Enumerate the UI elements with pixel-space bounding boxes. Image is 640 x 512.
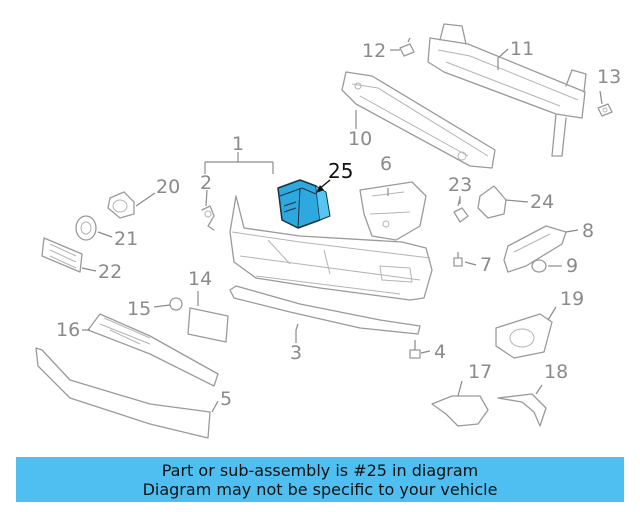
part-19-fog-cover — [495, 313, 553, 359]
part-16-lower-grille — [87, 313, 219, 387]
part-24-bracket — [477, 185, 507, 219]
callout-14: 14 — [188, 268, 212, 290]
callout-15: 15 — [127, 298, 151, 320]
callout-24: 24 — [530, 191, 554, 213]
part-4-screw — [409, 340, 421, 359]
callout-8: 8 — [582, 220, 594, 242]
part-14-plate-bracket — [187, 307, 229, 343]
callout-9: 9 — [566, 255, 578, 277]
part-10-carrier-bar — [341, 71, 496, 169]
callout-7: 7 — [480, 254, 492, 276]
part-21-sensor-ring — [75, 215, 97, 241]
callout-13: 13 — [597, 66, 621, 88]
part-22-insert — [41, 237, 83, 273]
banner-line-1: Part or sub-assembly is #25 in diagram — [161, 461, 479, 480]
part-1-bumper-cover — [229, 195, 433, 301]
callout-21: 21 — [114, 228, 138, 250]
banner-line-2: Diagram may not be specific to your vehi… — [142, 480, 498, 499]
callout-25: 25 — [328, 159, 353, 183]
callout-6: 6 — [380, 153, 392, 175]
part-11-reinforcement-bar — [427, 23, 587, 157]
part-2-sensor-clip — [201, 205, 215, 231]
info-banner: Part or sub-assembly is #25 in diagram D… — [16, 457, 624, 502]
part-20-park-sensor — [107, 191, 135, 219]
part-8-side-guide — [503, 225, 567, 273]
callout-5: 5 — [220, 388, 232, 410]
part-17-trim — [431, 395, 489, 427]
callout-18: 18 — [544, 361, 568, 383]
part-18-trim — [497, 393, 547, 427]
callout-17: 17 — [468, 361, 492, 383]
callout-3: 3 — [290, 342, 302, 364]
part-3-spoiler — [229, 285, 421, 335]
part-12-bolt — [399, 37, 415, 57]
callout-20: 20 — [156, 176, 180, 198]
part-9-grommet — [531, 259, 547, 273]
part-25-radar-module — [277, 179, 331, 229]
part-7-screw — [453, 252, 463, 267]
part-15-clip — [169, 297, 183, 311]
callout-10: 10 — [348, 128, 372, 150]
part-13-nut — [597, 103, 613, 117]
parts-diagram: 1 2 3 4 5 7 8 9 10 11 12 13 14 15 16 17 … — [35, 23, 621, 439]
callout-1: 1 — [232, 133, 244, 155]
callout-4: 4 — [434, 341, 446, 363]
leader-lines — [81, 48, 603, 413]
part-23-clip — [453, 197, 469, 223]
callout-19: 19 — [560, 288, 584, 310]
callout-16: 16 — [56, 319, 80, 341]
callout-23: 23 — [448, 174, 472, 196]
callout-11: 11 — [510, 38, 534, 60]
callout-22: 22 — [98, 261, 122, 283]
part-5-lower-trim — [35, 347, 211, 439]
callout-2: 2 — [200, 172, 212, 194]
callout-numbers: 1 2 3 4 5 7 8 9 10 11 12 13 14 15 16 17 … — [56, 38, 621, 410]
part-6-bracket — [359, 181, 427, 241]
callout-12: 12 — [362, 40, 386, 62]
